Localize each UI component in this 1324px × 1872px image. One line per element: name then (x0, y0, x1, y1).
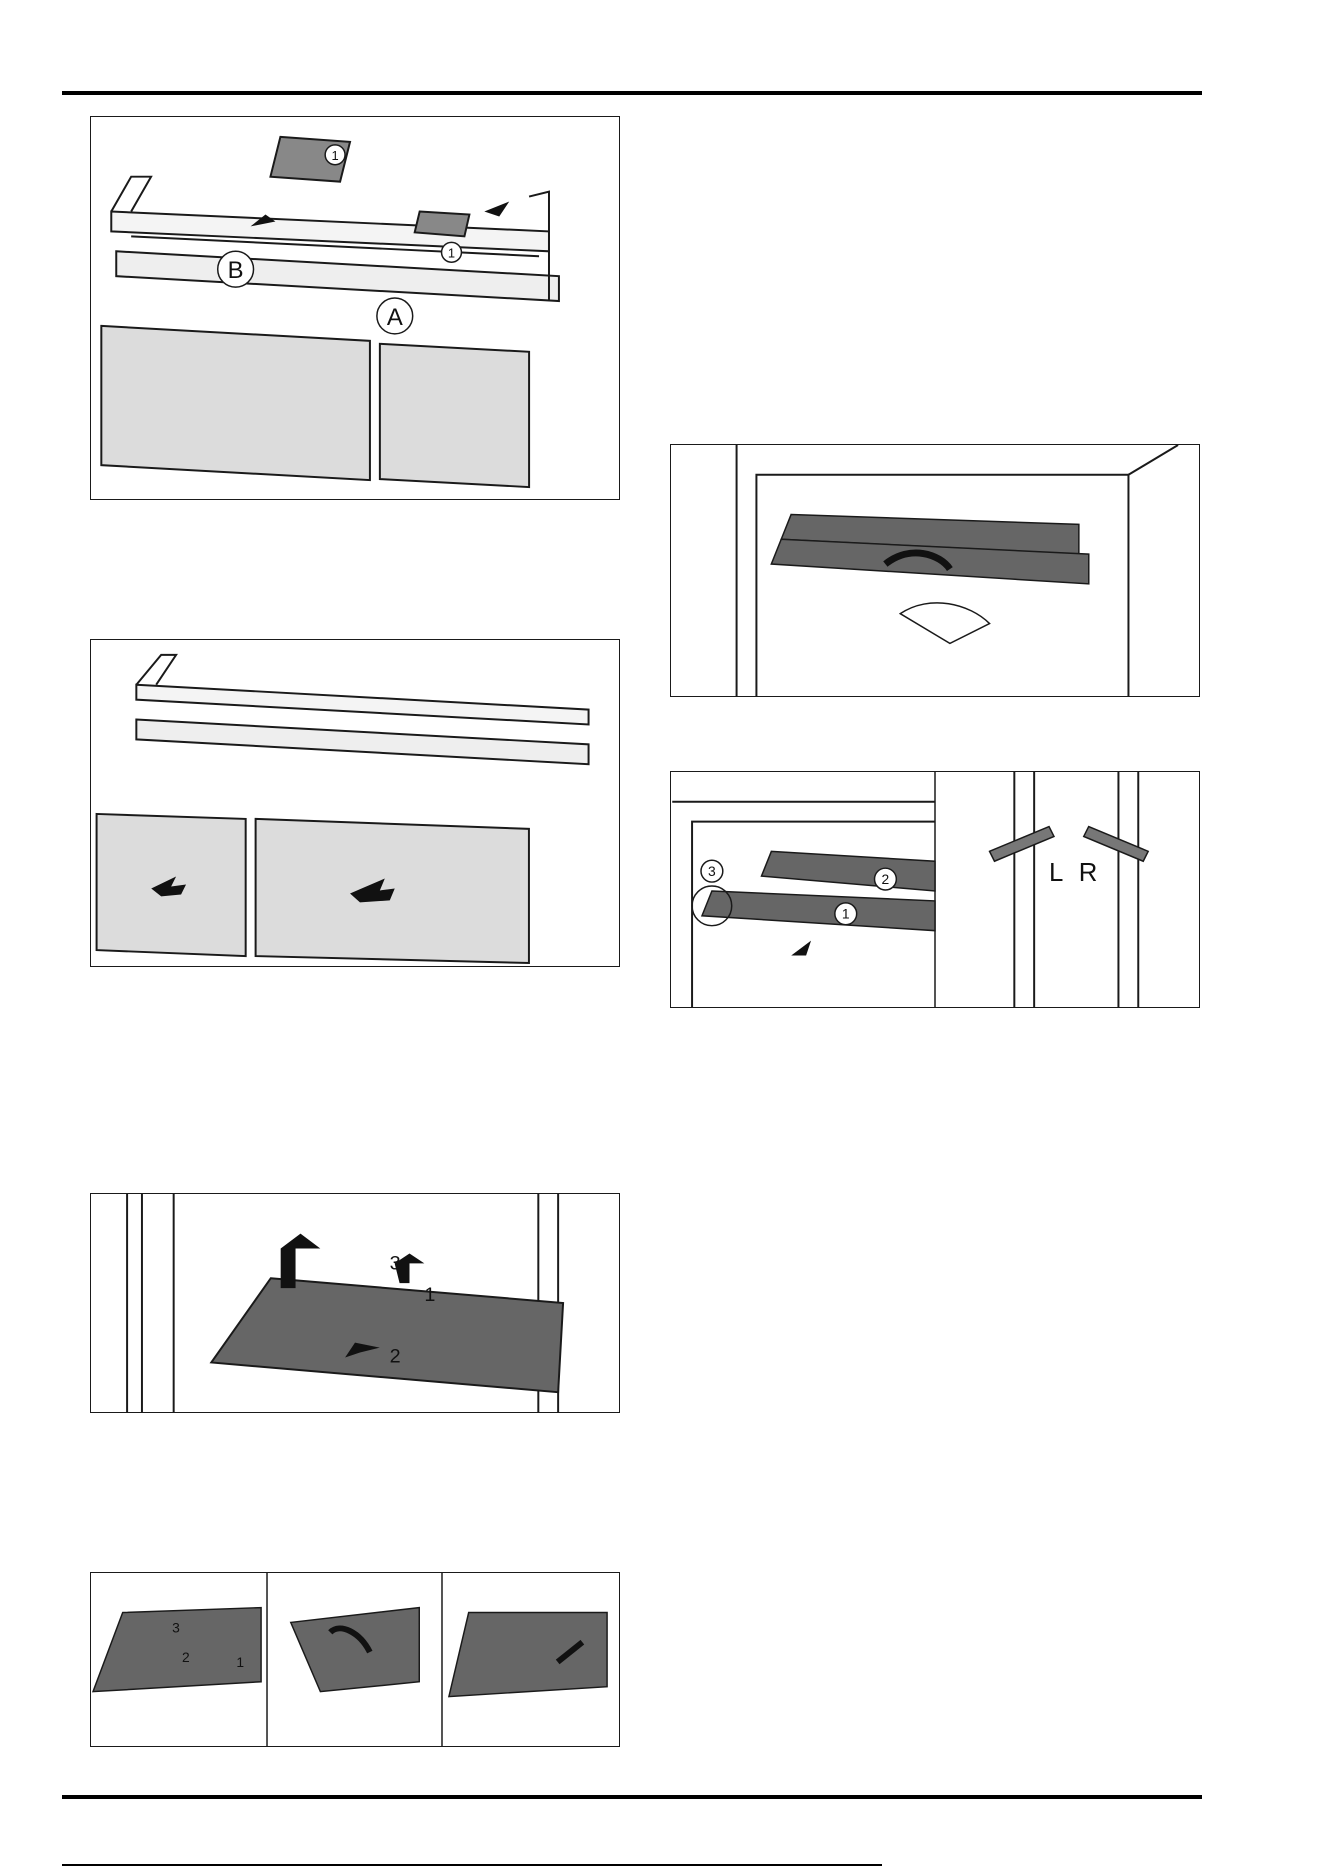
step-2-label: 2 (390, 1345, 401, 1367)
callout-2: 2 (882, 871, 890, 887)
panel1-step-3: 3 (172, 1619, 180, 1635)
figure-shelf-tilt (670, 444, 1200, 697)
figure-drawers-insert (90, 639, 620, 967)
shelf-lr-illustration: 2 1 3 L R (671, 772, 1199, 1007)
callout-3: 3 (708, 863, 716, 879)
callout-1-top: 1 (332, 148, 339, 163)
label-l: L (1049, 859, 1063, 887)
shelf-tilt-illustration (671, 445, 1199, 696)
callout-1-right: 1 (448, 245, 455, 260)
step-1-label: 1 (424, 1284, 435, 1306)
figure-shelf-steps: 3 2 1 (90, 1572, 620, 1747)
shelf-remove-illustration: 3 1 2 (91, 1194, 619, 1412)
panel1-step-2: 2 (182, 1649, 190, 1665)
panel1-step-1: 1 (236, 1654, 244, 1670)
footer-rule (62, 1795, 1202, 1799)
figure-drawer-clip: 1 1 B A (90, 116, 620, 500)
label-a: A (387, 304, 403, 331)
label-b: B (228, 257, 244, 284)
drawer-clip-illustration: 1 1 B A (91, 117, 619, 499)
header-rule (62, 91, 1202, 95)
label-r: R (1079, 859, 1098, 887)
figure-shelf-remove: 3 1 2 (90, 1193, 620, 1413)
shelf-steps-illustration: 3 2 1 (91, 1573, 619, 1746)
figure-shelf-lr: 2 1 3 L R (670, 771, 1200, 1008)
drawers-insert-illustration (91, 640, 619, 966)
callout-1: 1 (842, 906, 850, 922)
footnote-rule (62, 1864, 882, 1866)
step-3-label: 3 (390, 1252, 401, 1274)
